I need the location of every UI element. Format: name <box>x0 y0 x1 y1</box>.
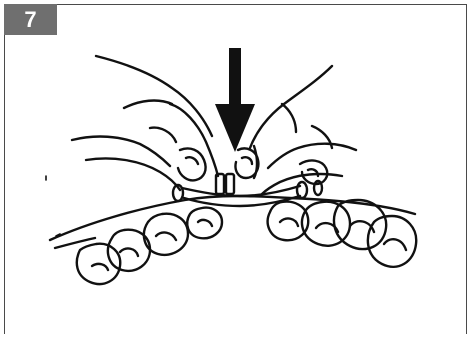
down-arrow-icon <box>215 48 255 152</box>
foot-toes <box>50 196 416 284</box>
shading-marks <box>46 176 60 236</box>
left-hand <box>72 56 218 190</box>
right-hand <box>235 66 356 194</box>
